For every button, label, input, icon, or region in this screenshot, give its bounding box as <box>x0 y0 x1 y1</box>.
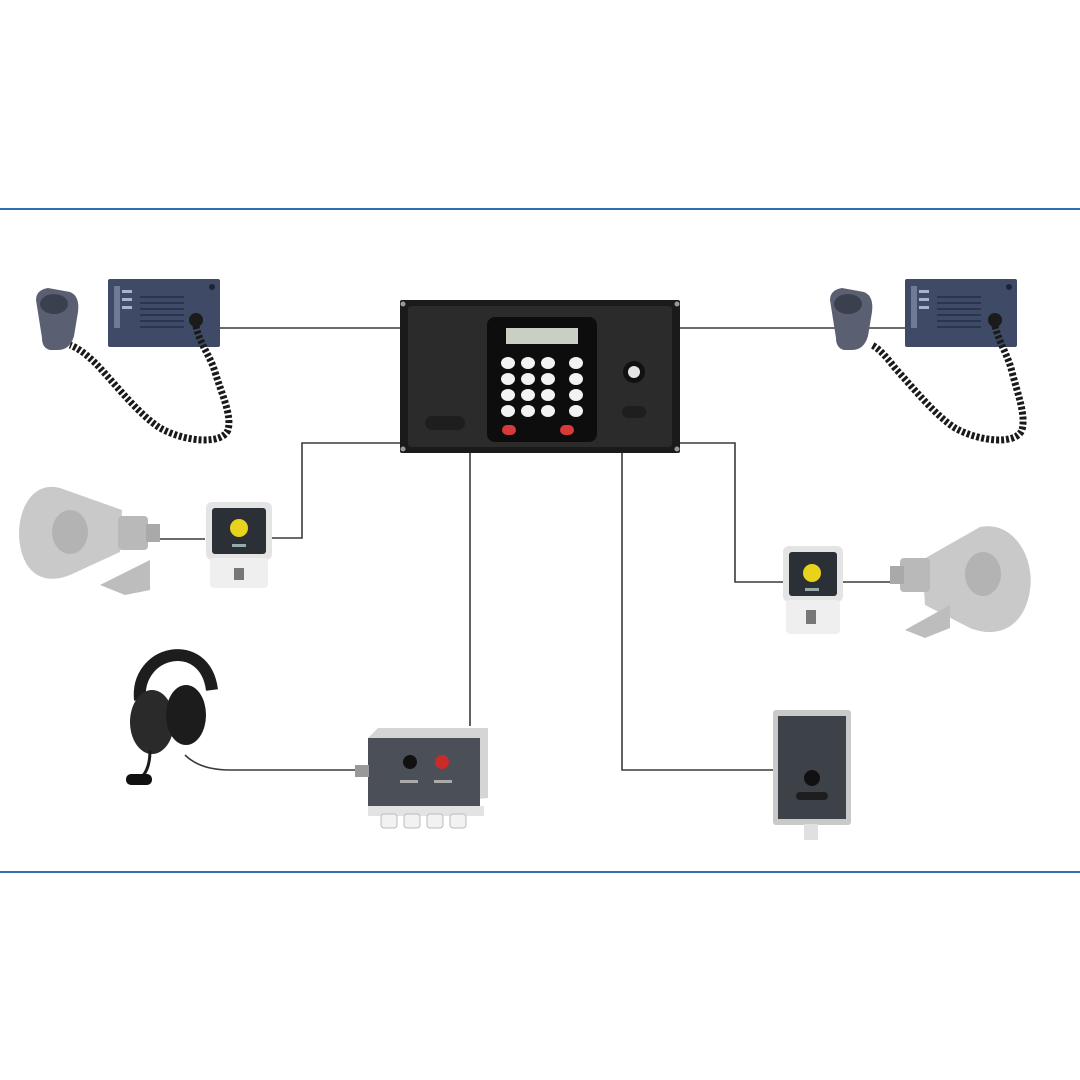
top-rule <box>0 208 1080 210</box>
keypad-key <box>501 389 515 401</box>
keypad-key <box>541 357 555 369</box>
central-intercom-unit <box>400 300 680 453</box>
call-button-left-icon <box>206 502 272 588</box>
wall-substation-icon <box>773 710 851 840</box>
wire-left-callbox <box>272 442 400 539</box>
keypad-key <box>521 405 535 417</box>
handset-station-left-icon <box>36 279 233 444</box>
keypad-function-key <box>569 357 583 369</box>
call-button-right-icon <box>783 546 843 634</box>
lcd-display <box>506 328 578 344</box>
volume-knob-icon <box>628 366 640 378</box>
keypad-function-key <box>569 405 583 417</box>
keypad-key <box>521 373 535 385</box>
horn-speaker-left-icon <box>19 486 160 595</box>
wire-substation <box>621 453 773 771</box>
keypad-key <box>541 405 555 417</box>
keypad-key <box>501 405 515 417</box>
horn-speaker-right-icon <box>890 526 1031 638</box>
handset-station-right-icon <box>830 279 1027 444</box>
keypad-key <box>501 373 515 385</box>
keypad-key <box>521 389 535 401</box>
end-call-key <box>502 425 516 435</box>
keypad-key <box>521 357 535 369</box>
keypad-key <box>501 357 515 369</box>
headset-interface-box-icon <box>355 728 488 829</box>
keypad-function-key <box>569 389 583 401</box>
wire-headset <box>184 754 368 771</box>
wire-right-callbox <box>680 442 783 583</box>
keypad-function-key <box>569 373 583 385</box>
headset-icon <box>126 649 218 785</box>
keypad-keys <box>501 357 583 417</box>
keypad-key <box>541 373 555 385</box>
keypad-key <box>541 389 555 401</box>
bottom-rule <box>0 871 1080 873</box>
call-key <box>560 425 574 435</box>
